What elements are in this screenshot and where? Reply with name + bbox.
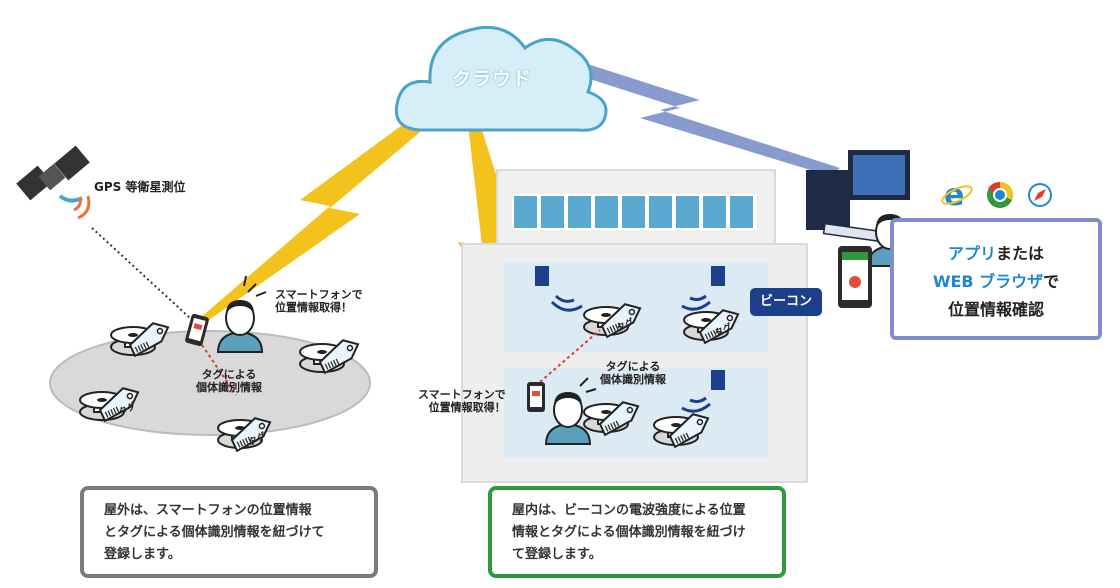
cloud-shape (394, 25, 608, 132)
indoor-phone-icon (527, 382, 545, 412)
cloud-pc-connection (568, 60, 840, 176)
outdoor-description-line1: 屋外は、スマートフォンの位置情報 (104, 503, 312, 518)
indoor-phone-label-line1: スマートフォンで (418, 388, 506, 401)
outdoor-description-line3: 登録します。 (104, 547, 181, 562)
viewer-line1: アプリまたは (904, 240, 1088, 268)
satellite-label: GPS 等衛星測位 (94, 180, 186, 194)
indoor-phone-label: スマートフォンで 位置情報取得！ (418, 388, 506, 414)
viewer-phone-icon (838, 246, 872, 308)
indoor-tag-label: タグによる 個体識別情報 (600, 360, 666, 386)
viewer-line2-suffix: で (1043, 272, 1060, 291)
outdoor-phone-label-line2: 位置情報取得！ (275, 301, 352, 314)
beacon-3 (711, 370, 725, 390)
indoor-description-line3: て登録します。 (512, 547, 602, 562)
outdoor-phone-label-line1: スマートフォンで (275, 288, 363, 301)
indoor-description: 屋内は、ビーコンの電波強度による位置 情報とタグによる個体識別情報を紐づけ て登… (488, 486, 786, 578)
indoor-description-line2: 情報とタグによる個体識別情報を紐づけ (512, 525, 746, 540)
viewer-line2: WEB ブラウザで (904, 268, 1088, 296)
beacon-1 (535, 266, 549, 286)
gps-signal-line (91, 227, 191, 319)
viewer-line3: 位置情報確認 (947, 300, 1044, 319)
outdoor-description: 屋外は、スマートフォンの位置情報 とタグによる個体識別情報を紐づけて 登録します… (80, 486, 378, 578)
outdoor-tag-label-line2: 個体識別情報 (196, 381, 262, 394)
chrome-icon (987, 181, 1013, 208)
outdoor-tag-label: タグによる 個体識別情報 (196, 368, 262, 394)
viewer-line1-suffix: または (996, 244, 1045, 263)
lightning-outdoor (200, 112, 432, 322)
ie-icon: e (941, 178, 973, 213)
outdoor-ground (49, 330, 371, 436)
outdoor-description-line2: とタグによる個体識別情報を紐づけて (104, 525, 325, 540)
outdoor-tag-label-line1: タグによる (201, 368, 257, 381)
building (461, 169, 808, 483)
indoor-tag-label-line1: タグによる (605, 360, 661, 373)
cloud-label: クラウド (452, 68, 533, 90)
beacon-2 (711, 266, 725, 286)
indoor-tag-label-line2: 個体識別情報 (600, 373, 666, 386)
svg-text:e: e (944, 178, 964, 213)
indoor-description-line1: 屋内は、ビーコンの電波強度による位置 (512, 503, 746, 518)
outdoor-phone-label: スマートフォンで 位置情報取得！ (275, 288, 363, 314)
viewer-line2-prefix: WEB ブラウザ (932, 272, 1044, 291)
safari-icon (1028, 183, 1052, 207)
viewer-description: アプリまたは WEB ブラウザで 位置情報確認 (890, 218, 1102, 340)
indoor-phone-label-line2: 位置情報取得！ (428, 401, 506, 414)
beacon-waves (550, 294, 711, 413)
pc-icon (806, 150, 910, 244)
beacon-label: ビーコン (750, 288, 822, 316)
satellite-icon (16, 145, 91, 220)
viewer-line1-prefix: アプリ (947, 244, 996, 263)
